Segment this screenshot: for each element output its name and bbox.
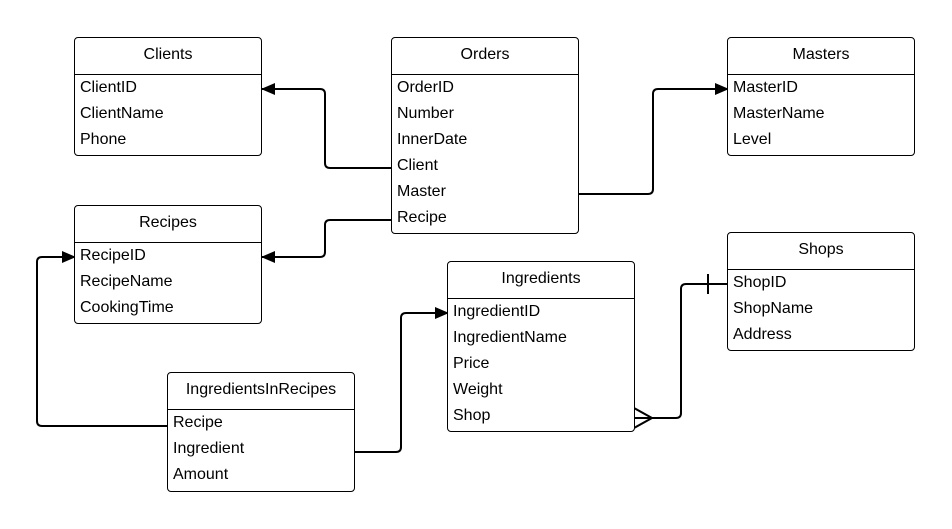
field-recipe: Recipe (173, 414, 223, 431)
field-number: Number (397, 105, 454, 122)
field-innerdate: InnerDate (397, 131, 468, 148)
field-shop: Shop (453, 407, 491, 424)
field-client: Client (397, 157, 438, 174)
field-recipename: RecipeName (80, 273, 173, 290)
field-weight: Weight (453, 381, 503, 398)
connector-orders-recipe-to-recipes (261, 219, 392, 263)
field-recipe: Recipe (397, 209, 447, 226)
field-orderid: OrderID (397, 79, 454, 96)
field-price: Price (453, 355, 490, 372)
entity-clients[interactable]: Clients ClientID ClientName Phone (74, 37, 262, 156)
field-recipeid: RecipeID (80, 247, 146, 264)
entity-shops[interactable]: Shops ShopID ShopName Address (727, 232, 915, 351)
field-cookingtime: CookingTime (80, 299, 174, 316)
field-mastername: MasterName (733, 105, 825, 122)
entity-recipes[interactable]: Recipes RecipeID RecipeName CookingTime (74, 205, 262, 324)
field-level: Level (733, 131, 772, 148)
field-ingredientname: IngredientName (453, 329, 567, 346)
entity-orders[interactable]: Orders OrderID Number InnerDate Client M… (391, 37, 579, 234)
entity-title: Masters (728, 38, 914, 75)
entity-masters[interactable]: Masters MasterID MasterName Level (727, 37, 915, 156)
field-shopname: ShopName (733, 300, 814, 317)
entity-title: Recipes (75, 206, 261, 243)
field-master: Master (397, 183, 446, 200)
entity-title: Shops (728, 233, 914, 270)
field-clientname: ClientName (80, 105, 164, 122)
connector-ingredients-shop-to-shops (634, 283, 728, 419)
field-amount: Amount (173, 466, 229, 483)
connector-orders-master-to-masters (578, 83, 729, 195)
entity-title: IngredientsInRecipes (168, 373, 354, 410)
entity-title: Clients (75, 38, 261, 75)
crows-foot-many-symbol (633, 407, 655, 429)
connector-iir-recipe-to-recipes (36, 251, 169, 427)
field-shopid: ShopID (733, 274, 787, 291)
field-address: Address (733, 326, 792, 343)
field-ingredient: Ingredient (173, 440, 245, 457)
connector-iir-ingredient-to-ingredients (353, 307, 449, 453)
field-clientid: ClientID (80, 79, 137, 96)
entity-title: Ingredients (448, 262, 634, 299)
entity-title: Orders (392, 38, 578, 75)
entity-ingredients-in-recipes[interactable]: IngredientsInRecipes Recipe Ingredient A… (167, 372, 355, 492)
field-masterid: MasterID (733, 79, 798, 96)
field-ingredientid: IngredientID (453, 303, 541, 320)
entity-ingredients[interactable]: Ingredients IngredientID IngredientName … (447, 261, 635, 432)
connector-orders-client-to-clients (261, 83, 392, 169)
field-phone: Phone (80, 131, 127, 148)
